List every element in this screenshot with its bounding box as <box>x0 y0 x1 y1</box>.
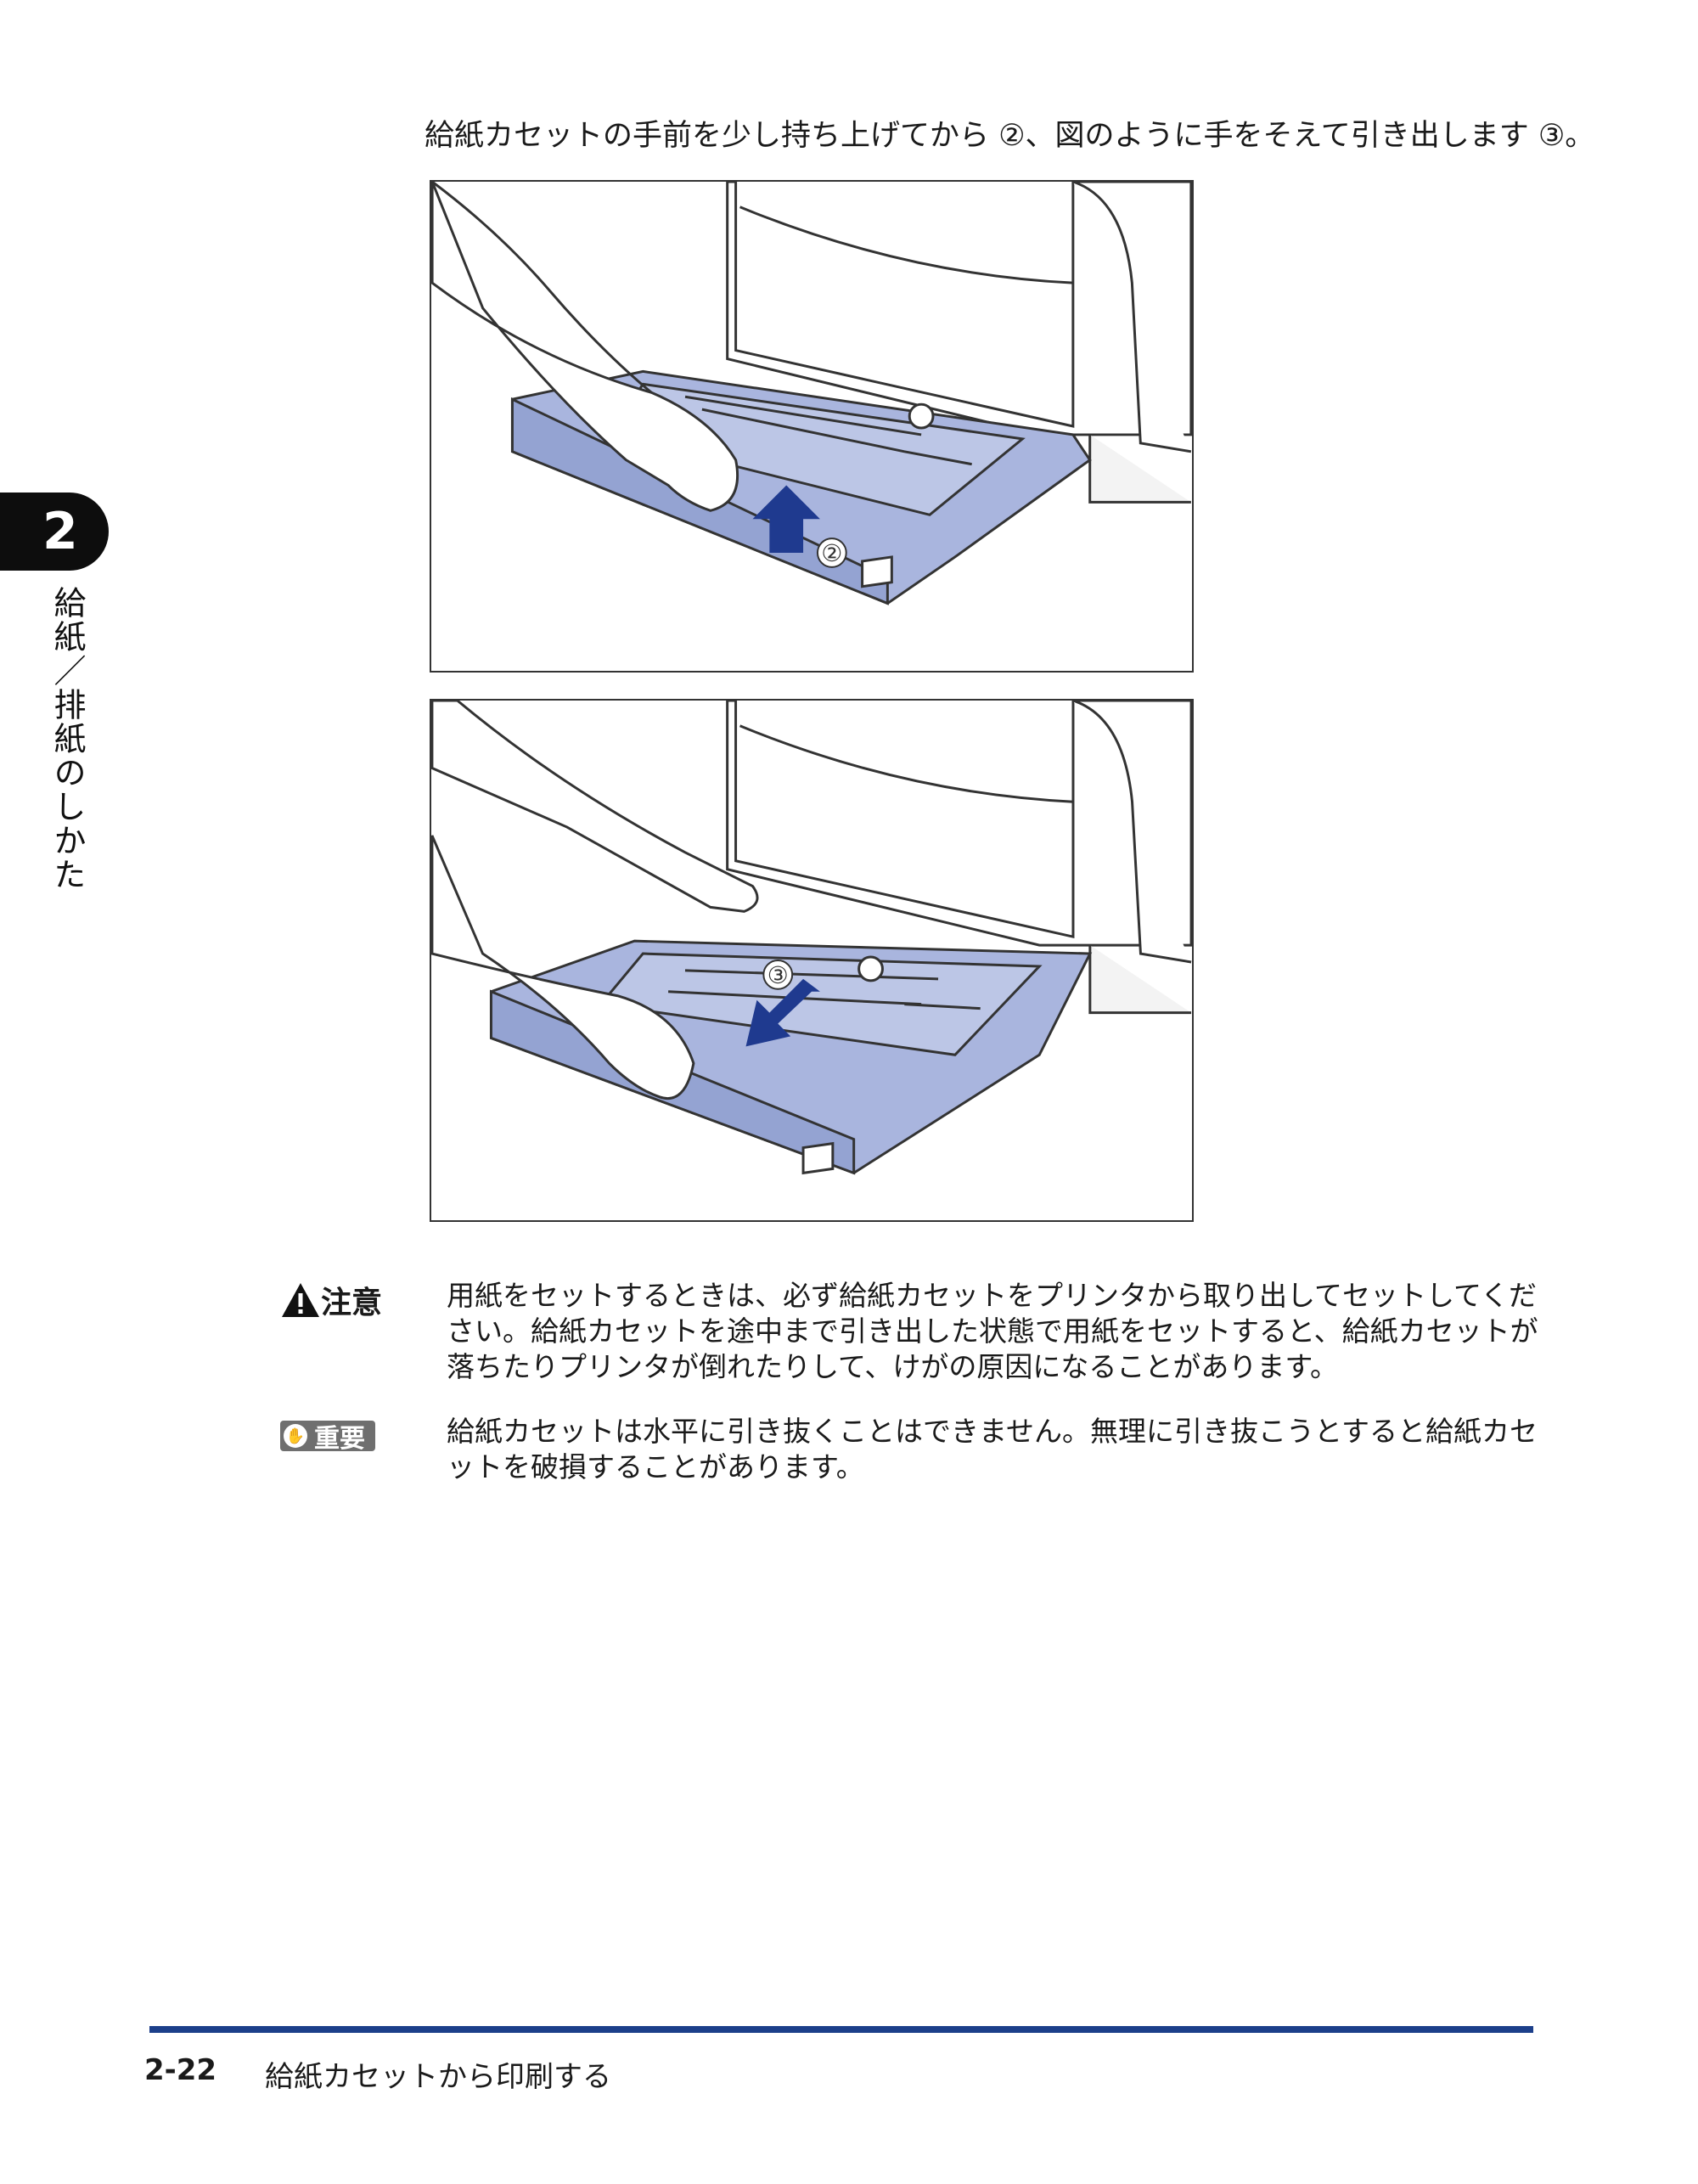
section-title: 給紙カセットから印刷する <box>265 2060 611 2094</box>
important-label-text: 重要 <box>314 1424 365 1454</box>
printer-body <box>726 701 1192 1015</box>
chapter-tab: 2 <box>0 493 109 571</box>
hand <box>431 701 759 1100</box>
intro-instruction: 給紙カセットの手前を少し持ち上げてから ②、図のように手をそえて引き出します ③… <box>424 119 1595 153</box>
footer-rule <box>149 2026 1533 2033</box>
important-text: 給紙カセットは水平に引き抜くことはできません。無理に引き抜こうとすると給紙カセッ… <box>447 1415 1538 1483</box>
illustration-lift-cassette: ② <box>430 180 1194 673</box>
hand-stop-icon: ✋ <box>284 1424 307 1448</box>
caution-label-text: 注意 <box>321 1286 383 1320</box>
warning-triangle-icon <box>282 1283 319 1317</box>
page-number: 2-22 <box>144 2053 217 2087</box>
illustration-pull-cassette: ③ <box>430 699 1194 1222</box>
caution-label: 注意 <box>280 1278 416 1322</box>
arrow-up-icon <box>752 485 820 553</box>
chapter-title: 給紙／排紙のしかた <box>48 586 86 892</box>
arrow-left-down-icon <box>745 978 820 1047</box>
important-badge: ✋ 重要 <box>280 1421 375 1454</box>
caution-text: 用紙をセットするときは、必ず給紙カセットをプリンタから取り出してセットしてくださ… <box>447 1279 1538 1383</box>
important-label: ✋ 重要 <box>280 1414 416 1458</box>
step-marker: ③ <box>767 961 789 989</box>
printer-body <box>726 182 1192 504</box>
hand <box>431 182 739 512</box>
step-marker: ② <box>821 539 842 567</box>
